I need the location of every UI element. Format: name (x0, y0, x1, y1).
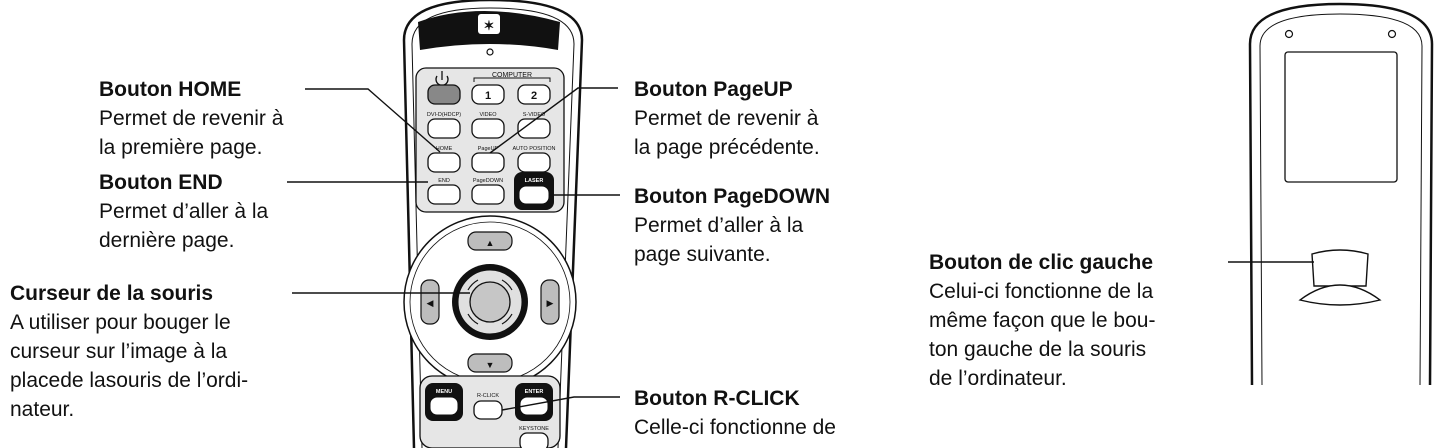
left-click-button[interactable] (1298, 249, 1382, 306)
battery-cover (1284, 51, 1398, 183)
pagedown-key-label: PageDOWN (473, 178, 503, 184)
label-pagedown: Bouton PageDOWN Permet d’aller à la page… (634, 182, 830, 269)
back-screw-right (1387, 29, 1397, 39)
home-key-label: HOME (436, 146, 453, 152)
leader-rclick (501, 396, 620, 411)
label-end: Bouton END Permet d’aller à la dernière … (99, 168, 268, 255)
power-button[interactable] (427, 84, 461, 105)
label-mouse-desc-4: nateur. (10, 398, 75, 421)
laser-key-label: LASER (525, 178, 544, 184)
computer-group-label: COMPUTER (492, 72, 532, 79)
leader-pageup (489, 87, 618, 154)
laser-warning-icon (478, 14, 500, 34)
back-screw-left (1284, 29, 1294, 39)
svideo-button[interactable] (517, 118, 551, 139)
label-end-desc-1: Permet d’aller à la (99, 200, 269, 223)
end-button[interactable] (427, 184, 461, 205)
label-leftclick-desc-3: ton gauche de la souris (929, 338, 1147, 361)
label-leftclick: Bouton de clic gauche Celui-ci fonctionn… (929, 248, 1155, 393)
autopos-button[interactable] (517, 152, 551, 173)
label-home: Bouton HOME Permet de revenir à la premi… (99, 75, 283, 162)
label-home-desc-1: Permet de revenir à (99, 107, 284, 130)
dpad-up-arrow: ▲ (486, 238, 495, 248)
computer-1-label: 1 (485, 90, 491, 102)
label-rclick: Bouton R-CLICK Celle-ci fonctionne de (634, 384, 836, 442)
enter-button[interactable] (519, 396, 549, 416)
label-pageup: Bouton PageUP Permet de revenir à la pag… (634, 75, 820, 162)
computer-2-label: 2 (531, 90, 537, 102)
dvi-button[interactable] (427, 118, 461, 139)
remote-back-body (1248, 2, 1434, 386)
mouse-cursor-knob[interactable] (469, 281, 511, 323)
leader-home (305, 88, 441, 153)
label-pagedown-desc-1: Permet d’aller à la (634, 214, 804, 237)
dpad-down-button[interactable] (467, 353, 513, 373)
label-end-title: Bouton END (99, 171, 223, 194)
keystone-key-label: KEYSTONE (519, 426, 549, 432)
dpad-down-arrow: ▼ (486, 360, 495, 370)
keystone-button[interactable] (519, 432, 549, 448)
label-mouse-desc-1: A utiliser pour bouger le (10, 311, 231, 334)
label-pageup-desc-2: la page précédente. (634, 136, 820, 159)
dpad-left-arrow: ◀ (427, 298, 434, 308)
indicator-led (486, 48, 494, 56)
laser-button[interactable] (518, 185, 550, 205)
dpad-right-arrow: ▶ (547, 298, 554, 308)
label-rclick-title: Bouton R-CLICK (634, 387, 800, 410)
label-mouse: Curseur de la souris A utiliser pour bou… (10, 279, 248, 424)
pageup-key-label: PageUP (478, 146, 499, 152)
menu-button[interactable] (429, 396, 459, 416)
label-mouse-title: Curseur de la souris (10, 282, 214, 305)
svideo-label: S-VIDEO (523, 112, 546, 118)
pageup-button[interactable] (471, 152, 505, 173)
leader-lines (287, 87, 1314, 411)
label-pagedown-title: Bouton PageDOWN (634, 185, 830, 208)
rclick-button[interactable] (473, 400, 503, 420)
label-pageup-title: Bouton PageUP (634, 78, 793, 101)
label-leftclick-desc-2: même façon que le bou- (929, 309, 1156, 332)
pagedown-button[interactable] (471, 184, 505, 205)
label-mouse-desc-3: placede lasouris de l’ordi- (10, 369, 249, 392)
video-label: VIDEO (479, 112, 497, 118)
label-leftclick-title: Bouton de clic gauche (929, 251, 1154, 274)
label-pagedown-desc-2: page suivante. (634, 243, 771, 266)
label-leftclick-desc-1: Celui-ci fonctionne de la (929, 280, 1154, 303)
autopos-key-label: AUTO POSITION (513, 146, 556, 152)
label-end-desc-2: dernière page. (99, 229, 235, 252)
home-button[interactable] (427, 152, 461, 173)
computer-1-button[interactable] (471, 84, 505, 105)
video-button[interactable] (471, 118, 505, 139)
label-home-title: Bouton HOME (99, 78, 242, 101)
label-pageup-desc-1: Permet de revenir à (634, 107, 819, 130)
menu-key-label: MENU (436, 389, 452, 395)
remote-front-inner-edge (411, 7, 575, 448)
label-mouse-desc-2: curseur sur l’image à la (10, 340, 228, 363)
dpad-up-button[interactable] (467, 231, 513, 251)
label-leftclick-desc-4: de l’ordinateur. (929, 367, 1067, 390)
end-key-label: END (438, 178, 450, 184)
dpad-right-button[interactable] (540, 279, 560, 325)
dvi-label: DVI-D(HDCP) (427, 112, 461, 118)
computer-2-button[interactable] (517, 84, 551, 105)
remote-back-inner-edge (1259, 13, 1423, 386)
rclick-key-label: R-CLICK (477, 393, 499, 399)
enter-key-label: ENTER (525, 389, 544, 395)
svg-text:✶: ✶ (484, 18, 495, 33)
label-home-desc-2: la première page. (99, 136, 263, 159)
dpad-left-button[interactable] (420, 279, 440, 325)
label-rclick-desc-1: Celle-ci fonctionne de (634, 416, 836, 439)
